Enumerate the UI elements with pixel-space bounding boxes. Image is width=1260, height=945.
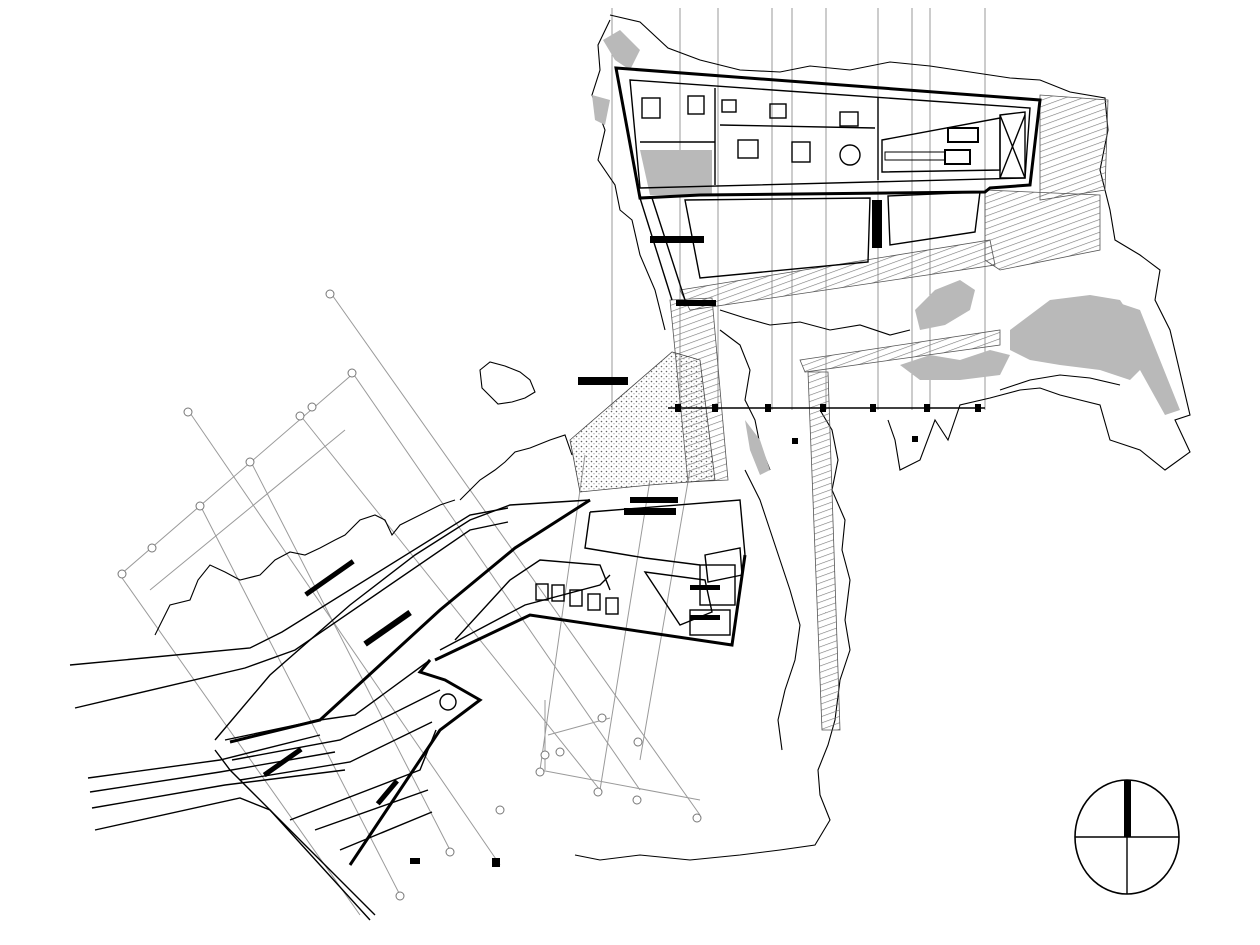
north-building xyxy=(614,66,1042,301)
drawing-tags xyxy=(262,236,918,864)
grid-bubbles xyxy=(117,289,702,901)
landscape-fills xyxy=(569,30,1180,731)
south-building xyxy=(214,498,747,866)
section-markers xyxy=(668,404,985,412)
north-arrow-icon xyxy=(1074,779,1180,895)
access-roads xyxy=(69,507,509,921)
terrain-contours xyxy=(154,14,1191,861)
